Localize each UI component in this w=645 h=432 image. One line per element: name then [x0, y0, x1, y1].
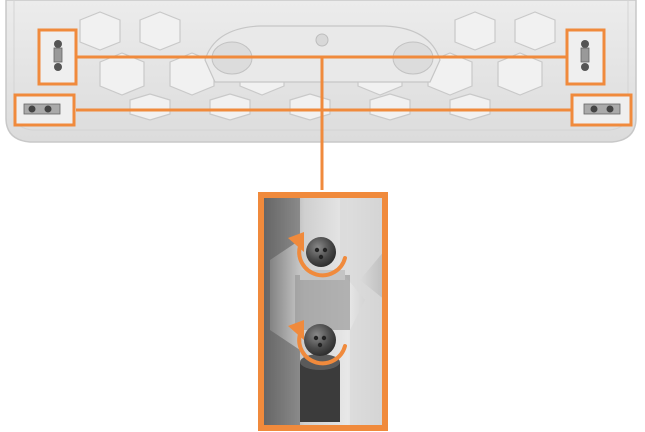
arrow-heads: [288, 232, 304, 340]
screw-icon: [306, 237, 336, 267]
callout-box-top-left: [37, 28, 78, 86]
callout-box-top-right: [565, 28, 606, 86]
callout-box-bottom-right: [570, 93, 633, 127]
callout-connector-lines: [76, 55, 572, 190]
zoom-detail-panel: [258, 192, 388, 431]
clockwise-arrow-icon: [297, 244, 347, 366]
callout-box-bottom-left: [13, 93, 76, 127]
screw-icon: [304, 324, 336, 356]
